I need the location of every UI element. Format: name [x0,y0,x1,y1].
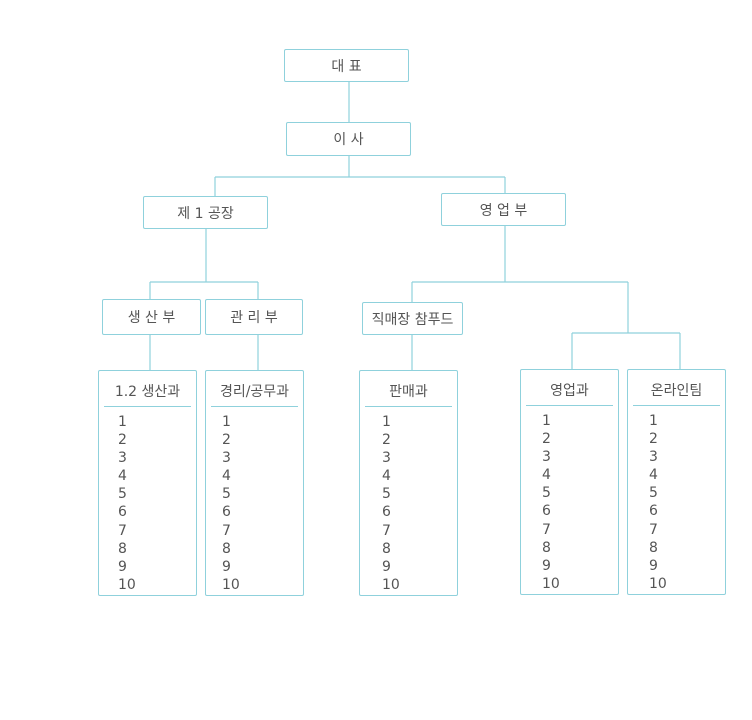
list-item: 8 [222,540,231,557]
list-item: 8 [542,539,551,556]
divider [633,405,720,406]
list-item: 1 [649,413,658,429]
list-item: 7 [649,521,658,538]
list-item: 2 [222,432,231,449]
list-item: 7 [118,522,127,539]
list-item: 1 [222,414,231,430]
list-item: 10 [649,575,667,592]
list-item: 10 [222,576,240,593]
list-item: 6 [542,503,551,520]
column-online-team: 온라인팀 1 2 3 4 5 6 7 8 9 10 [627,369,726,595]
list-item: 6 [382,504,391,521]
list-item: 6 [118,504,127,521]
list-item: 3 [382,450,391,467]
list-item: 8 [649,539,658,556]
ceo-label: 대 표 [331,58,362,75]
list-item: 4 [649,467,658,484]
list-item: 3 [222,450,231,467]
list-item: 9 [118,558,127,575]
list-item: 10 [382,576,400,593]
list-item: 5 [118,486,127,503]
direct-store-node: 직매장 참푸드 [362,302,463,335]
column-title: 1.2 생산과 [114,384,181,400]
list-item: 5 [649,485,658,502]
list-item: 6 [649,503,658,520]
production-label: 생 산 부 [127,310,176,326]
column-title: 온라인팀 [650,383,703,399]
management-label: 관 리 부 [230,310,278,326]
list-item: 2 [118,432,127,449]
list-item: 5 [542,485,551,502]
column-business-section: 영업과 1 2 3 4 5 6 7 8 9 10 [520,369,619,595]
list-item: 7 [222,522,231,539]
list-item: 1 [118,414,127,430]
list-item: 2 [542,431,551,448]
list-item: 1 [542,413,551,429]
item-list: 1 2 3 4 5 6 7 8 9 10 [118,413,136,594]
list-item: 3 [118,450,127,467]
list-item: 3 [542,449,551,466]
divider [211,406,298,407]
column-accounting-section: 경리/공무과 1 2 3 4 5 6 7 8 9 10 [205,370,304,596]
column-title: 영업과 [550,383,589,399]
list-item: 7 [542,521,551,538]
list-item: 2 [649,431,658,448]
item-list: 1 2 3 4 5 6 7 8 9 10 [382,413,400,594]
list-item: 9 [382,558,391,575]
list-item: 2 [382,432,391,449]
list-item: 10 [542,575,560,592]
list-item: 4 [542,467,551,484]
sales-dept-node: 영 업 부 [441,193,566,226]
list-item: 4 [118,468,127,485]
list-item: 9 [222,558,231,575]
list-item: 9 [542,557,551,574]
list-item: 10 [118,576,136,593]
list-item: 8 [382,540,391,557]
list-item: 5 [222,486,231,503]
direct-store-label: 직매장 참푸드 [371,311,454,328]
list-item: 4 [382,468,391,485]
item-list: 1 2 3 4 5 6 7 8 9 10 [222,413,240,594]
list-item: 5 [382,486,391,503]
list-item: 6 [222,504,231,521]
management-node: 관 리 부 [205,299,303,335]
list-item: 4 [222,468,231,485]
production-node: 생 산 부 [102,299,201,335]
column-sales-section: 판매과 1 2 3 4 5 6 7 8 9 10 [359,370,458,596]
item-list: 1 2 3 4 5 6 7 8 9 10 [542,412,560,593]
list-item: 7 [382,522,391,539]
sales-dept-label: 영 업 부 [479,202,528,219]
column-title: 판매과 [389,384,428,400]
ceo-node: 대 표 [284,49,409,82]
director-node: 이 사 [286,122,411,156]
list-item: 9 [649,557,658,574]
divider [526,405,613,406]
divider [365,406,452,407]
list-item: 1 [382,414,391,430]
column-title: 경리/공무과 [219,384,290,400]
director-label: 이 사 [333,132,364,148]
factory-label: 제 1 공장 [177,205,234,222]
list-item: 8 [118,540,127,557]
divider [104,406,191,407]
column-production-section: 1.2 생산과 1 2 3 4 5 6 7 8 9 10 [98,370,197,596]
factory-node: 제 1 공장 [143,196,268,229]
item-list: 1 2 3 4 5 6 7 8 9 10 [649,412,667,593]
list-item: 3 [649,449,658,466]
